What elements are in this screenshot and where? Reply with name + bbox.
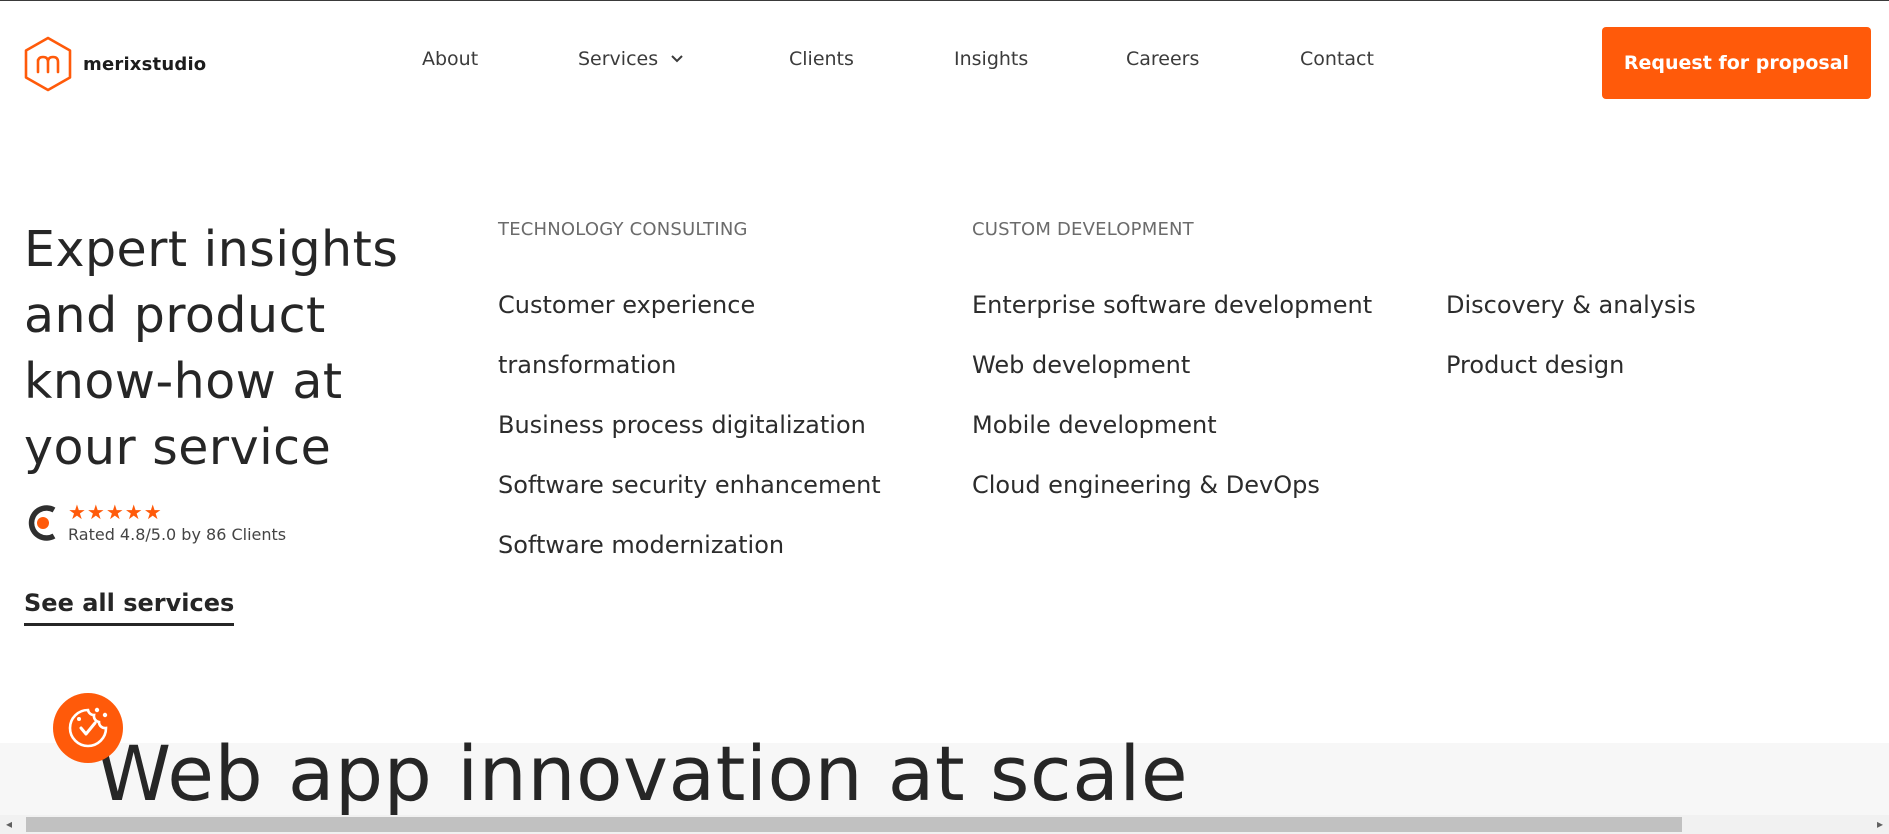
clutch-logo-icon <box>28 504 56 541</box>
nav-insights-label: Insights <box>954 48 1029 70</box>
nav-contact-label: Contact <box>1300 48 1374 70</box>
menu-link-business-process[interactable]: Business process digitalization <box>498 411 866 439</box>
hero-title: Web app innovation at scale <box>96 729 1189 818</box>
custom-development-column: Enterprise software development Web deve… <box>972 275 1412 515</box>
menu-intro-title: Expert insights and product know-how at … <box>24 221 399 476</box>
design-column: Discovery & analysis Product design <box>1446 275 1886 395</box>
menu-link-discovery-analysis[interactable]: Discovery & analysis <box>1446 291 1696 319</box>
nav-contact[interactable]: Contact <box>1300 48 1374 70</box>
menu-link-software-security[interactable]: Software security enhancement <box>498 471 881 499</box>
menu-link-web-development[interactable]: Web development <box>972 351 1191 379</box>
nav-careers[interactable]: Careers <box>1126 48 1199 70</box>
cookie-consent-button[interactable] <box>53 693 123 763</box>
nav-about[interactable]: About <box>422 48 478 70</box>
nav-clients-label: Clients <box>789 48 854 70</box>
menu-link-customer-experience[interactable]: Customer experience transformation <box>498 291 756 379</box>
nav-insights[interactable]: Insights <box>954 48 1028 70</box>
services-mega-menu: Expert insights and product know-how at … <box>0 113 1889 743</box>
window-top-border <box>0 0 1889 1</box>
horizontal-scrollbar[interactable]: ◂ ▸ <box>0 815 1889 834</box>
nav-services-label: Services <box>578 48 659 70</box>
see-all-services-link[interactable]: See all services <box>24 589 235 626</box>
request-proposal-button[interactable]: Request for proposal <box>1602 27 1871 99</box>
rating-summary: Rated 4.8/5.0 by 86 Clients <box>68 525 287 544</box>
site-header: merixstudio About Services Clients Insig… <box>0 1 1889 113</box>
chevron-down-icon <box>671 55 683 63</box>
menu-link-cloud-devops[interactable]: Cloud engineering & DevOps <box>972 471 1320 499</box>
technology-consulting-column: Customer experience transformation Busin… <box>498 275 938 575</box>
cookie-check-icon <box>68 707 108 748</box>
rating-text-block: ★★★★★ Rated 4.8/5.0 by 86 Clients <box>68 501 286 544</box>
rating-stars: ★★★★★ <box>68 500 163 524</box>
nav-careers-label: Careers <box>1126 48 1200 70</box>
column-heading-custom-development: CUSTOM DEVELOPMENT <box>972 219 1194 240</box>
nav-about-label: About <box>422 48 479 70</box>
hexagon-logo-icon <box>24 36 72 92</box>
clutch-rating[interactable]: ★★★★★ Rated 4.8/5.0 by 86 Clients <box>24 501 286 544</box>
menu-link-mobile-development[interactable]: Mobile development <box>972 411 1217 439</box>
scroll-right-arrow-icon[interactable]: ▸ <box>1876 817 1883 831</box>
nav-clients[interactable]: Clients <box>789 48 854 70</box>
menu-link-enterprise-software[interactable]: Enterprise software development <box>972 291 1373 319</box>
menu-link-product-design[interactable]: Product design <box>1446 351 1625 379</box>
scroll-left-arrow-icon[interactable]: ◂ <box>6 817 13 831</box>
nav-services[interactable]: Services <box>578 48 684 70</box>
brand-name: merixstudio <box>83 53 207 75</box>
scrollbar-thumb[interactable] <box>26 817 1682 832</box>
column-heading-technology-consulting: TECHNOLOGY CONSULTING <box>498 219 748 240</box>
menu-link-software-modernization[interactable]: Software modernization <box>498 531 785 559</box>
merixstudio-logo[interactable]: merixstudio <box>23 36 206 92</box>
